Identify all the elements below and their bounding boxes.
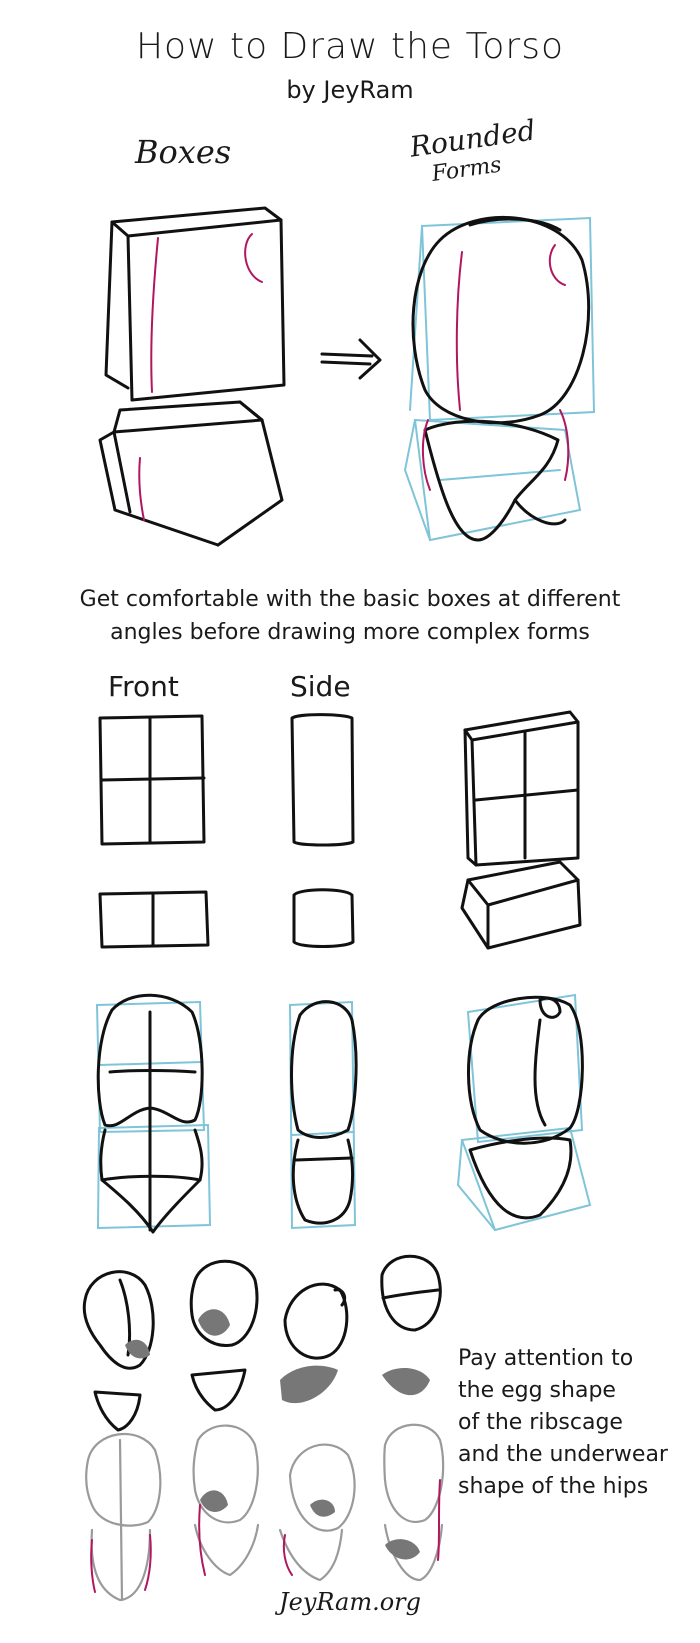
angled-box-sketch — [460, 710, 582, 950]
front-rounded-sketch — [95, 993, 212, 1234]
page-title: How to Draw the Torso — [135, 26, 565, 67]
note: Pay attention to the egg shape of the ri… — [458, 1343, 668, 1503]
caption-line2: angles before drawing more complex forms — [110, 620, 590, 645]
note-line: shape of the hips — [458, 1474, 649, 1499]
note-line: Pay attention to — [458, 1346, 634, 1371]
egg-shapes-black — [82, 1254, 442, 1432]
side-rounded-sketch — [288, 1000, 358, 1230]
note-line: of the ribscage — [458, 1410, 623, 1435]
site-signature: JeyRam.org — [279, 1588, 421, 1616]
note-line: and the underwear — [458, 1442, 668, 1467]
front-box-sketch — [98, 714, 210, 949]
label-boxes: Boxes — [135, 133, 232, 171]
rounded-forms-sketch — [403, 215, 596, 542]
caption: Get comfortable with the basic boxes at … — [0, 583, 700, 649]
label-front: Front — [108, 670, 179, 703]
box-pelvis-sketch — [98, 400, 284, 547]
angled-rounded-sketch — [456, 993, 592, 1232]
byline: by JeyRam — [286, 76, 414, 104]
side-box-sketch — [290, 713, 355, 948]
box-ribcage-sketch — [104, 206, 286, 402]
label-side: Side — [290, 670, 351, 703]
caption-line1: Get comfortable with the basic boxes at … — [79, 587, 621, 612]
egg-shapes-gray — [85, 1423, 445, 1602]
note-line: the egg shape — [458, 1378, 616, 1403]
right-arrow-icon — [320, 338, 382, 380]
